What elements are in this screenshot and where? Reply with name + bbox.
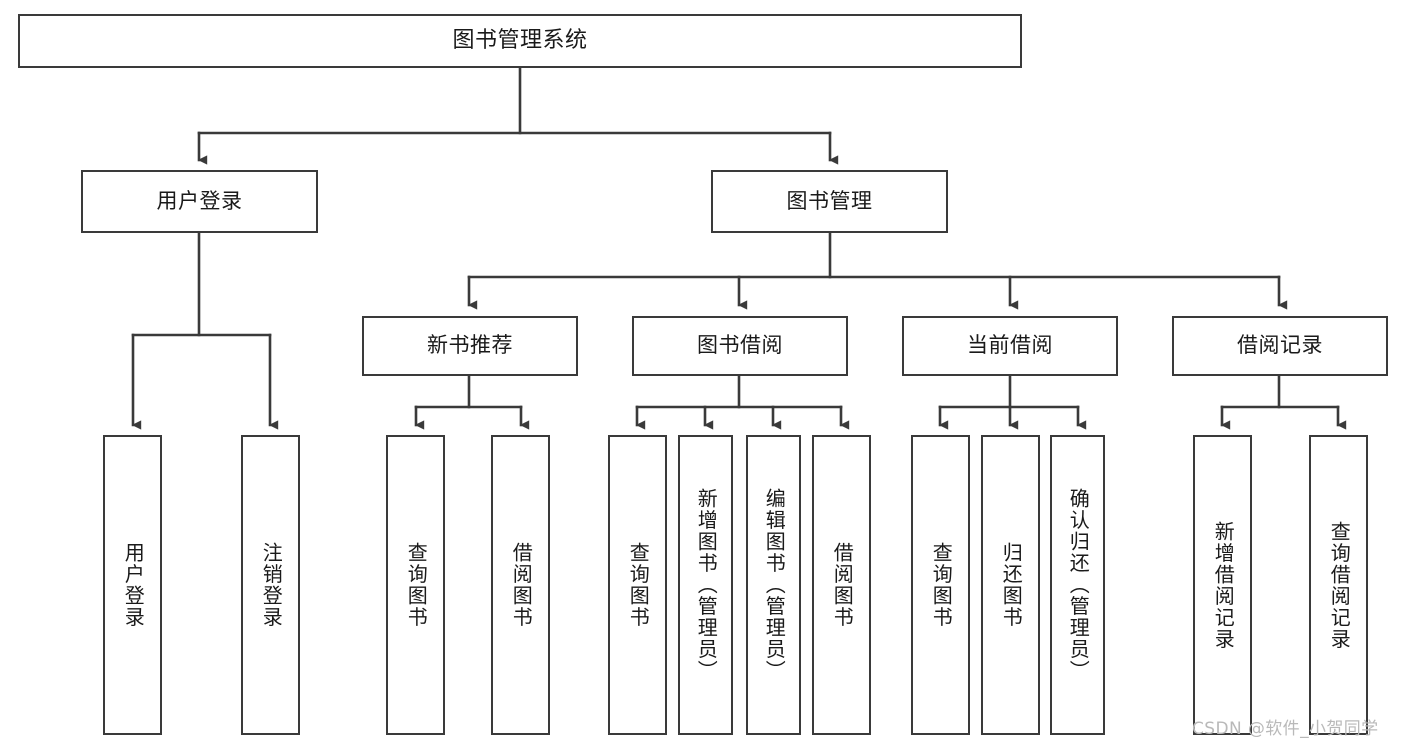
node-leaf-query-record-label: 查询借阅记录 [1327,520,1352,650]
node-leaf-query-book-3-label: 查询图书 [929,542,954,628]
node-leaf-query-book-2-label: 查询图书 [626,542,651,628]
node-leaf-confirm-return-label: 确认归还（管理员） [1066,488,1091,682]
node-book-borrow-label: 图书借阅 [697,333,783,358]
node-leaf-edit-book-label: 编辑图书（管理员） [762,488,787,682]
node-book-management[interactable]: 图书管理 [711,170,948,233]
watermark-csdn: CSDN @软件_小贺同学 [1192,719,1379,739]
node-leaf-query-book-2[interactable]: 查询图书 [608,435,667,735]
node-leaf-return-book[interactable]: 归还图书 [981,435,1040,735]
node-borrow-record-label: 借阅记录 [1237,333,1323,358]
node-new-book-recommend[interactable]: 新书推荐 [362,316,578,376]
node-leaf-edit-book[interactable]: 编辑图书（管理员） [746,435,801,735]
node-leaf-logout-login-label: 注销登录 [259,542,284,628]
node-leaf-query-record[interactable]: 查询借阅记录 [1309,435,1368,735]
node-root-label: 图书管理系统 [452,27,588,53]
node-book-borrow[interactable]: 图书借阅 [632,316,848,376]
node-leaf-add-record[interactable]: 新增借阅记录 [1193,435,1252,735]
node-leaf-borrow-book-2-label: 借阅图书 [830,542,855,628]
node-leaf-borrow-book-2[interactable]: 借阅图书 [812,435,871,735]
node-leaf-user-login-label: 用户登录 [121,542,146,628]
node-new-book-recommend-label: 新书推荐 [427,333,513,358]
node-leaf-add-book-label: 新增图书（管理员） [694,488,719,682]
node-leaf-add-book[interactable]: 新增图书（管理员） [678,435,733,735]
node-book-management-label: 图书管理 [786,188,873,213]
node-leaf-query-book-1[interactable]: 查询图书 [386,435,445,735]
node-current-borrow[interactable]: 当前借阅 [902,316,1118,376]
node-leaf-borrow-book-1[interactable]: 借阅图书 [491,435,550,735]
node-root[interactable]: 图书管理系统 [18,14,1022,68]
node-borrow-record[interactable]: 借阅记录 [1172,316,1388,376]
node-leaf-user-login[interactable]: 用户登录 [103,435,162,735]
node-leaf-add-record-label: 新增借阅记录 [1211,520,1236,650]
node-user-login[interactable]: 用户登录 [81,170,318,233]
node-leaf-logout-login[interactable]: 注销登录 [241,435,300,735]
node-leaf-confirm-return[interactable]: 确认归还（管理员） [1050,435,1105,735]
node-current-borrow-label: 当前借阅 [967,333,1053,358]
node-leaf-query-book-3[interactable]: 查询图书 [911,435,970,735]
node-leaf-query-book-1-label: 查询图书 [404,542,429,628]
node-leaf-return-book-label: 归还图书 [999,542,1024,628]
node-user-login-label: 用户登录 [156,188,243,213]
node-leaf-borrow-book-1-label: 借阅图书 [509,542,534,628]
